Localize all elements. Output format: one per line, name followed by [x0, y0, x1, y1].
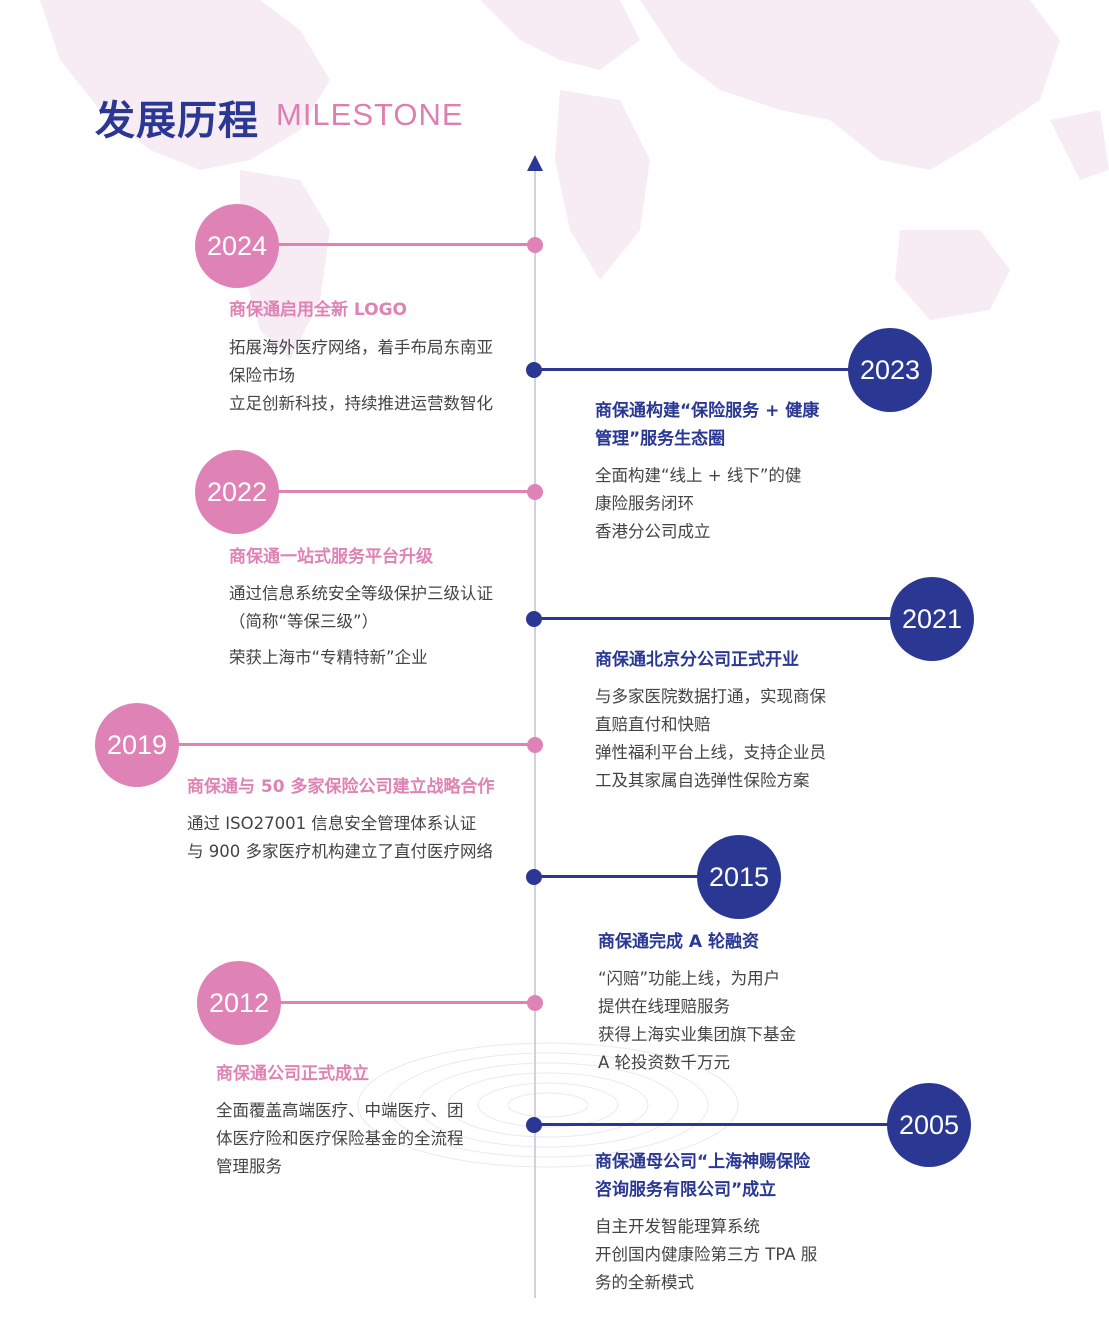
event-line: 拓展海外医疗网络，着手布局东南亚: [229, 338, 493, 357]
event-line: 开创国内健康险第三方 TPA 服: [595, 1245, 818, 1264]
timeline-node-2015: [526, 869, 542, 885]
event-line: 与多家医院数据打通，实现商保: [595, 687, 826, 706]
timeline-arrow-up-icon: [527, 155, 543, 171]
event-desc-2019: 通过 ISO27001 信息安全管理体系认证 与 900 多家医疗机构建立了直付…: [187, 810, 493, 866]
timeline-node-2021: [526, 611, 542, 627]
year-badge-2005: 2005: [887, 1083, 971, 1167]
event-title-2019: 商保通与 50 多家保险公司建立战略合作: [187, 777, 495, 797]
event-line: 保险市场: [229, 366, 295, 385]
timeline-node-2024: [527, 237, 543, 253]
timeline-node-2019: [527, 737, 543, 753]
page-title: 发展历程: [95, 98, 259, 144]
connector-2019: [170, 743, 535, 746]
event-line: 提供在线理赔服务: [598, 997, 730, 1016]
event-line: （简称“等保三级”）: [229, 612, 379, 631]
year-badge-2021: 2021: [890, 577, 974, 661]
event-title-2022: 商保通一站式服务平台升级: [229, 547, 433, 567]
event-desc-2023: 全面构建“线上 + 线下”的健 康险服务闭环 香港分公司成立: [595, 462, 801, 546]
event-line: 通过信息系统安全等级保护三级认证: [229, 584, 493, 603]
event-line: 立足创新科技，持续推进运营数智化: [229, 394, 493, 413]
event-title-2021: 商保通北京分公司正式开业: [595, 650, 799, 670]
event-line: 康险服务闭环: [595, 494, 694, 513]
connector-2024: [270, 243, 535, 246]
event-title-2024: 商保通启用全新 LOGO: [229, 300, 408, 320]
event-title-line: 商保通母公司“上海神赐保险: [595, 1152, 811, 1172]
event-line: 全面构建“线上 + 线下”的健: [595, 466, 802, 485]
event-line: 务的全新模式: [595, 1273, 694, 1292]
event-line: “闪赔”功能上线，为用户: [598, 969, 781, 988]
event-line: 体医疗险和医疗保险基金的全流程: [216, 1129, 464, 1148]
event-desc-2012: 全面覆盖高端医疗、中端医疗、团 体医疗险和医疗保险基金的全流程 管理服务: [216, 1097, 464, 1181]
connector-2015: [535, 875, 705, 878]
event-line: 管理服务: [216, 1157, 282, 1176]
event-line: 全面覆盖高端医疗、中端医疗、团: [216, 1101, 464, 1120]
event-line: 香港分公司成立: [595, 522, 711, 541]
event-title-2015: 商保通完成 A 轮融资: [598, 932, 759, 952]
year-badge-2022: 2022: [195, 450, 279, 534]
event-title-2023: 商保通构建“保险服务 + 健康 管理”服务生态圈: [595, 397, 819, 453]
event-line: A 轮投资数千万元: [598, 1053, 731, 1072]
year-badge-2015: 2015: [697, 835, 781, 919]
year-badge-2023: 2023: [848, 328, 932, 412]
event-line: 荣获上海市“专精特新”企业: [229, 648, 428, 667]
timeline-node-2012: [527, 995, 543, 1011]
connector-2021: [535, 617, 905, 620]
event-line: 与 900 多家医疗机构建立了直付医疗网络: [187, 842, 493, 861]
timeline-node-2023: [526, 362, 542, 378]
event-line: 自主开发智能理算系统: [595, 1217, 760, 1236]
connector-2005: [535, 1123, 900, 1126]
page-subtitle: MILESTONE: [276, 97, 464, 132]
event-title-line: 咨询服务有限公司”成立: [595, 1180, 777, 1200]
connector-2022: [270, 490, 535, 493]
event-title-2005: 商保通母公司“上海神赐保险 咨询服务有限公司”成立: [595, 1148, 810, 1204]
event-line: 弹性福利平台上线，支持企业员: [595, 743, 826, 762]
year-badge-2024: 2024: [195, 204, 279, 288]
event-line: 工及其家属自选弹性保险方案: [595, 771, 810, 790]
year-badge-2012: 2012: [197, 961, 281, 1045]
timeline-node-2005: [526, 1117, 542, 1133]
connector-2012: [272, 1001, 535, 1004]
event-title-line: 管理”服务生态圈: [595, 429, 726, 449]
timeline-axis: [534, 168, 536, 1298]
event-title-line: 商保通构建“保险服务 + 健康: [595, 401, 820, 421]
event-desc-2022: 通过信息系统安全等级保护三级认证 （简称“等保三级”） 荣获上海市“专精特新”企…: [229, 580, 493, 672]
connector-2023: [535, 368, 860, 371]
event-desc-2015: “闪赔”功能上线，为用户 提供在线理赔服务 获得上海实业集团旗下基金 A 轮投资…: [598, 965, 796, 1077]
event-line: 获得上海实业集团旗下基金: [598, 1025, 796, 1044]
event-desc-2024: 拓展海外医疗网络，着手布局东南亚 保险市场 立足创新科技，持续推进运营数智化: [229, 334, 493, 418]
year-badge-2019: 2019: [95, 703, 179, 787]
event-line: 直赔直付和快赔: [595, 715, 711, 734]
event-desc-2021: 与多家医院数据打通，实现商保 直赔直付和快赔 弹性福利平台上线，支持企业员 工及…: [595, 683, 826, 795]
event-title-2012: 商保通公司正式成立: [216, 1064, 369, 1084]
event-desc-2005: 自主开发智能理算系统 开创国内健康险第三方 TPA 服 务的全新模式: [595, 1213, 817, 1297]
timeline-node-2022: [527, 484, 543, 500]
event-line: 通过 ISO27001 信息安全管理体系认证: [187, 814, 477, 833]
